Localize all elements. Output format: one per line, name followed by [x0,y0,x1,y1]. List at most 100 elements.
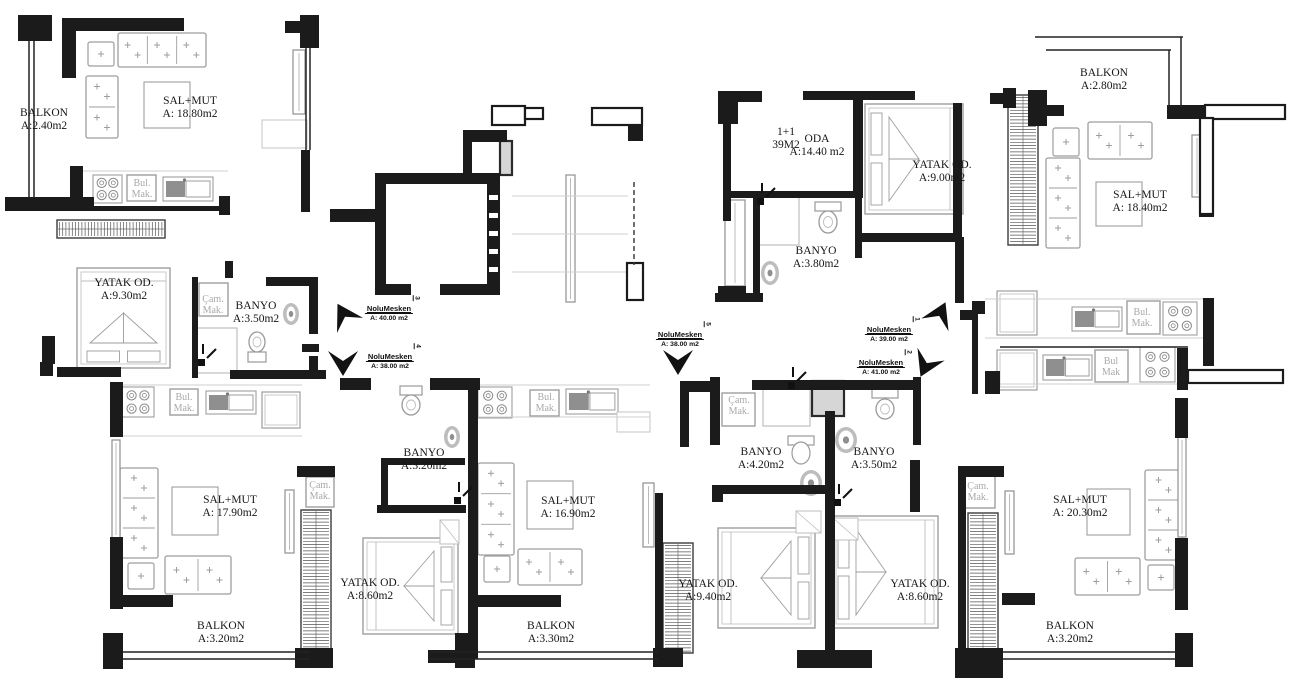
walls-layer [5,15,1287,678]
wall [219,196,230,215]
wall [62,18,184,31]
coffee-table [526,480,574,530]
sofa [1144,469,1183,561]
wall [1177,348,1188,390]
wall [712,485,723,502]
room-label-bul-: Bul.Mak. [131,177,153,200]
sofa [517,548,583,586]
entry-arrow [917,347,945,377]
room-label-çam-: Çam.Mak. [309,479,331,502]
appliance-box [1094,349,1129,383]
door-tick [489,249,498,254]
wall [972,314,978,394]
stove [92,174,123,204]
appliance-box [721,392,756,427]
insulation-hatch-layer [56,94,1039,656]
wall [297,466,335,477]
room-label-yatak-od-: YATAK OD.A:9.40m2 [678,578,738,603]
wall [960,310,972,320]
appliance-box [169,388,199,416]
wall [40,362,53,376]
wall [57,367,121,377]
wall [855,196,862,258]
wall [972,301,985,314]
door-marker [834,484,853,506]
wall [302,344,319,352]
window-bar [565,174,576,303]
armchair [1147,564,1175,591]
door-marker [454,482,473,504]
wall [753,196,760,302]
fridge [996,290,1038,336]
wall [680,381,718,392]
pedestal-sink [787,435,815,465]
wall [955,648,1003,678]
wall [440,284,500,295]
wall [736,91,762,102]
wall [853,98,863,198]
kitchen-sink [1042,354,1093,381]
insulation-hatch [300,509,332,656]
room-label-yatak-od-: YATAK OD.A:8.60m2 [890,578,950,603]
armchair [127,562,155,590]
wall [1175,633,1193,667]
wall [723,121,731,221]
room-label-yatak-od-: YATAK OD.A:9.00m2 [912,159,972,184]
round-basin [444,426,460,448]
door-marker [788,367,807,389]
wall [990,93,1003,104]
bed [76,267,171,369]
window-bar [284,489,295,554]
wall-outline [590,106,644,127]
wall [1203,298,1214,366]
wall [300,15,319,48]
toilet [247,331,267,363]
wall [958,466,1004,477]
sofa [1087,121,1153,160]
appliance-box [963,475,996,509]
wall [1002,593,1035,605]
wall [910,460,920,512]
wall [375,173,386,295]
wall [727,191,856,198]
round-basin [761,261,779,285]
wall [1003,88,1016,108]
coffee-table [1095,181,1143,227]
wall [103,633,123,669]
entry-arrow [921,302,949,332]
sofa [1045,157,1081,249]
wall [653,648,683,667]
wall [42,336,55,364]
stove [1139,346,1176,383]
stove [477,386,513,419]
wall [230,370,326,379]
kitchen-sink [205,390,257,415]
toilet [399,385,423,416]
room-label-bul-: Bul.Mak. [1131,306,1153,329]
wall [375,173,495,184]
wall [1175,398,1188,438]
wall [83,206,230,211]
wall [752,380,917,390]
window-bar [1004,490,1015,555]
wall [192,277,198,378]
appliance-box [126,174,157,202]
room-label-yatak-od-: YATAK OD.A:9.30m2 [94,277,154,302]
wall [295,648,333,668]
wall [715,293,763,302]
wall [18,15,52,41]
round-basin [835,427,857,453]
wardrobe [439,519,460,545]
kitchen-sink [162,176,214,202]
